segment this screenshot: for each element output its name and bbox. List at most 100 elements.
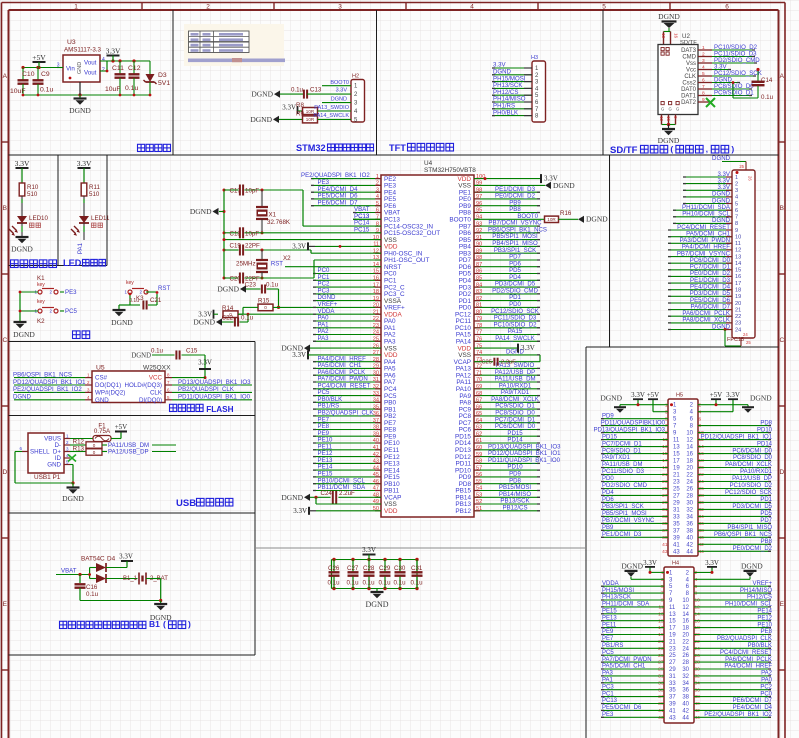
svg-text:DGND: DGND bbox=[251, 90, 273, 99]
svg-text:97: 97 bbox=[476, 194, 482, 200]
svg-text:1: 1 bbox=[535, 66, 539, 72]
svg-text:84: 84 bbox=[476, 282, 482, 288]
svg-text:PA10/RXD1: PA10/RXD1 bbox=[499, 382, 532, 389]
svg-text:22: 22 bbox=[686, 473, 693, 479]
svg-text:3.3V: 3.3V bbox=[119, 553, 133, 561]
svg-text:PB6: PB6 bbox=[459, 230, 472, 237]
svg-text:52: 52 bbox=[476, 499, 482, 505]
svg-text:77: 77 bbox=[476, 330, 482, 336]
svg-text:4: 4 bbox=[470, 3, 474, 10]
svg-text:5: 5 bbox=[665, 416, 668, 422]
svg-text:PH10/DCMI_SCL: PH10/DCMI_SCL bbox=[725, 602, 773, 608]
svg-text:0.1u: 0.1u bbox=[347, 580, 360, 587]
svg-text:PC3: PC3 bbox=[318, 288, 330, 295]
svg-text:21: 21 bbox=[373, 309, 379, 315]
svg-text:13: 13 bbox=[658, 611, 664, 617]
svg-text:PB10: PB10 bbox=[384, 481, 400, 488]
svg-text:PH13/SCK: PH13/SCK bbox=[493, 82, 522, 89]
svg-text:PA8/DCMI_XCLK: PA8/DCMI_XCLK bbox=[682, 317, 730, 324]
svg-text:0.1u: 0.1u bbox=[125, 85, 138, 92]
svg-text:3.3V: 3.3V bbox=[336, 88, 348, 94]
svg-text:PE11: PE11 bbox=[384, 447, 400, 454]
svg-text:PC15: PC15 bbox=[354, 226, 370, 233]
svg-text:13: 13 bbox=[373, 255, 379, 261]
svg-text:PD0: PD0 bbox=[459, 305, 472, 312]
svg-text:G: G bbox=[669, 107, 672, 112]
svg-text:PC14-OSC32_IN: PC14-OSC32_IN bbox=[384, 223, 433, 230]
svg-text:PE7: PE7 bbox=[602, 636, 614, 642]
svg-text:39: 39 bbox=[373, 431, 379, 437]
svg-text:8: 8 bbox=[690, 424, 694, 430]
svg-text:29: 29 bbox=[658, 667, 664, 673]
svg-text:3.3V: 3.3V bbox=[493, 62, 506, 69]
svg-text:29: 29 bbox=[669, 667, 676, 673]
svg-text:94: 94 bbox=[476, 215, 482, 221]
svg-text:42: 42 bbox=[699, 542, 705, 548]
svg-text:DI(DQ0): DI(DQ0) bbox=[139, 397, 162, 404]
svg-text:PD14: PD14 bbox=[455, 440, 471, 447]
svg-text:PA3: PA3 bbox=[384, 339, 396, 346]
svg-text:29: 29 bbox=[373, 364, 379, 370]
svg-text:PE10: PE10 bbox=[757, 622, 772, 628]
svg-text:USB: USB bbox=[176, 498, 196, 509]
svg-text:1: 1 bbox=[702, 45, 705, 51]
svg-text:PE10: PE10 bbox=[318, 437, 334, 444]
svg-text:C29: C29 bbox=[379, 565, 391, 572]
svg-text:LED10: LED10 bbox=[29, 215, 48, 222]
svg-text:PA7: PA7 bbox=[384, 379, 396, 386]
svg-text:36: 36 bbox=[686, 521, 693, 527]
svg-text:6: 6 bbox=[735, 208, 738, 214]
svg-text:DGND: DGND bbox=[250, 115, 272, 124]
svg-text:73: 73 bbox=[476, 357, 482, 363]
svg-text:19: 19 bbox=[669, 633, 676, 639]
svg-text:24: 24 bbox=[682, 646, 689, 652]
svg-text:31: 31 bbox=[669, 674, 676, 680]
svg-text:PB15/MOSI: PB15/MOSI bbox=[499, 484, 531, 491]
svg-text:3: 3 bbox=[735, 188, 738, 194]
svg-text:0.1u: 0.1u bbox=[241, 315, 254, 322]
svg-text:FPC15: FPC15 bbox=[727, 337, 744, 343]
svg-text:19: 19 bbox=[658, 632, 664, 638]
svg-text:PD5: PD5 bbox=[459, 271, 472, 278]
svg-text:TFT: TFT bbox=[389, 143, 406, 153]
svg-text:7: 7 bbox=[535, 107, 539, 113]
svg-text:41: 41 bbox=[658, 708, 664, 714]
svg-text:0.1u: 0.1u bbox=[40, 87, 53, 94]
svg-text:80: 80 bbox=[476, 309, 482, 315]
svg-text:43: 43 bbox=[662, 549, 668, 555]
svg-text:DGND: DGND bbox=[493, 69, 512, 76]
svg-text:4: 4 bbox=[686, 577, 690, 583]
svg-text:48: 48 bbox=[373, 493, 379, 499]
svg-text:VSS: VSS bbox=[458, 352, 471, 359]
svg-text:+5V: +5V bbox=[710, 391, 723, 399]
svg-text:PB2/QUADSPI_CLK: PB2/QUADSPI_CLK bbox=[178, 386, 234, 393]
svg-text:3.3V: 3.3V bbox=[717, 184, 730, 191]
svg-text:3.3V: 3.3V bbox=[293, 507, 307, 515]
svg-text:C12: C12 bbox=[128, 65, 141, 72]
svg-text:49: 49 bbox=[373, 499, 379, 505]
svg-text:Vss: Vss bbox=[686, 61, 696, 67]
svg-text:10uF: 10uF bbox=[10, 88, 26, 95]
svg-text:X1: X1 bbox=[269, 212, 277, 219]
svg-text:34: 34 bbox=[695, 680, 701, 686]
svg-text:PD2: PD2 bbox=[459, 291, 472, 298]
svg-text:VDDA: VDDA bbox=[384, 311, 402, 318]
svg-text:19: 19 bbox=[735, 294, 741, 300]
svg-text:3.3V: 3.3V bbox=[15, 159, 30, 168]
svg-text:3.3V: 3.3V bbox=[77, 159, 92, 168]
svg-text:24: 24 bbox=[743, 332, 748, 337]
svg-text:PC0: PC0 bbox=[760, 691, 772, 697]
svg-text:PC9: PC9 bbox=[459, 406, 472, 413]
svg-text:PB3/SPI1_SCK: PB3/SPI1_SCK bbox=[494, 247, 536, 254]
svg-text:13: 13 bbox=[669, 612, 676, 618]
svg-text:R10: R10 bbox=[27, 184, 39, 191]
svg-text:C26: C26 bbox=[328, 565, 340, 572]
svg-text:39: 39 bbox=[673, 535, 680, 541]
svg-text:PB8: PB8 bbox=[509, 206, 521, 213]
svg-text:PD1: PD1 bbox=[509, 294, 521, 301]
svg-text:39: 39 bbox=[669, 702, 676, 708]
svg-text:USB1 P1: USB1 P1 bbox=[34, 474, 61, 481]
svg-text:23: 23 bbox=[373, 323, 379, 329]
svg-text:PB14: PB14 bbox=[455, 495, 471, 502]
svg-text:PE4/DCMI_D4: PE4/DCMI_D4 bbox=[318, 186, 359, 193]
